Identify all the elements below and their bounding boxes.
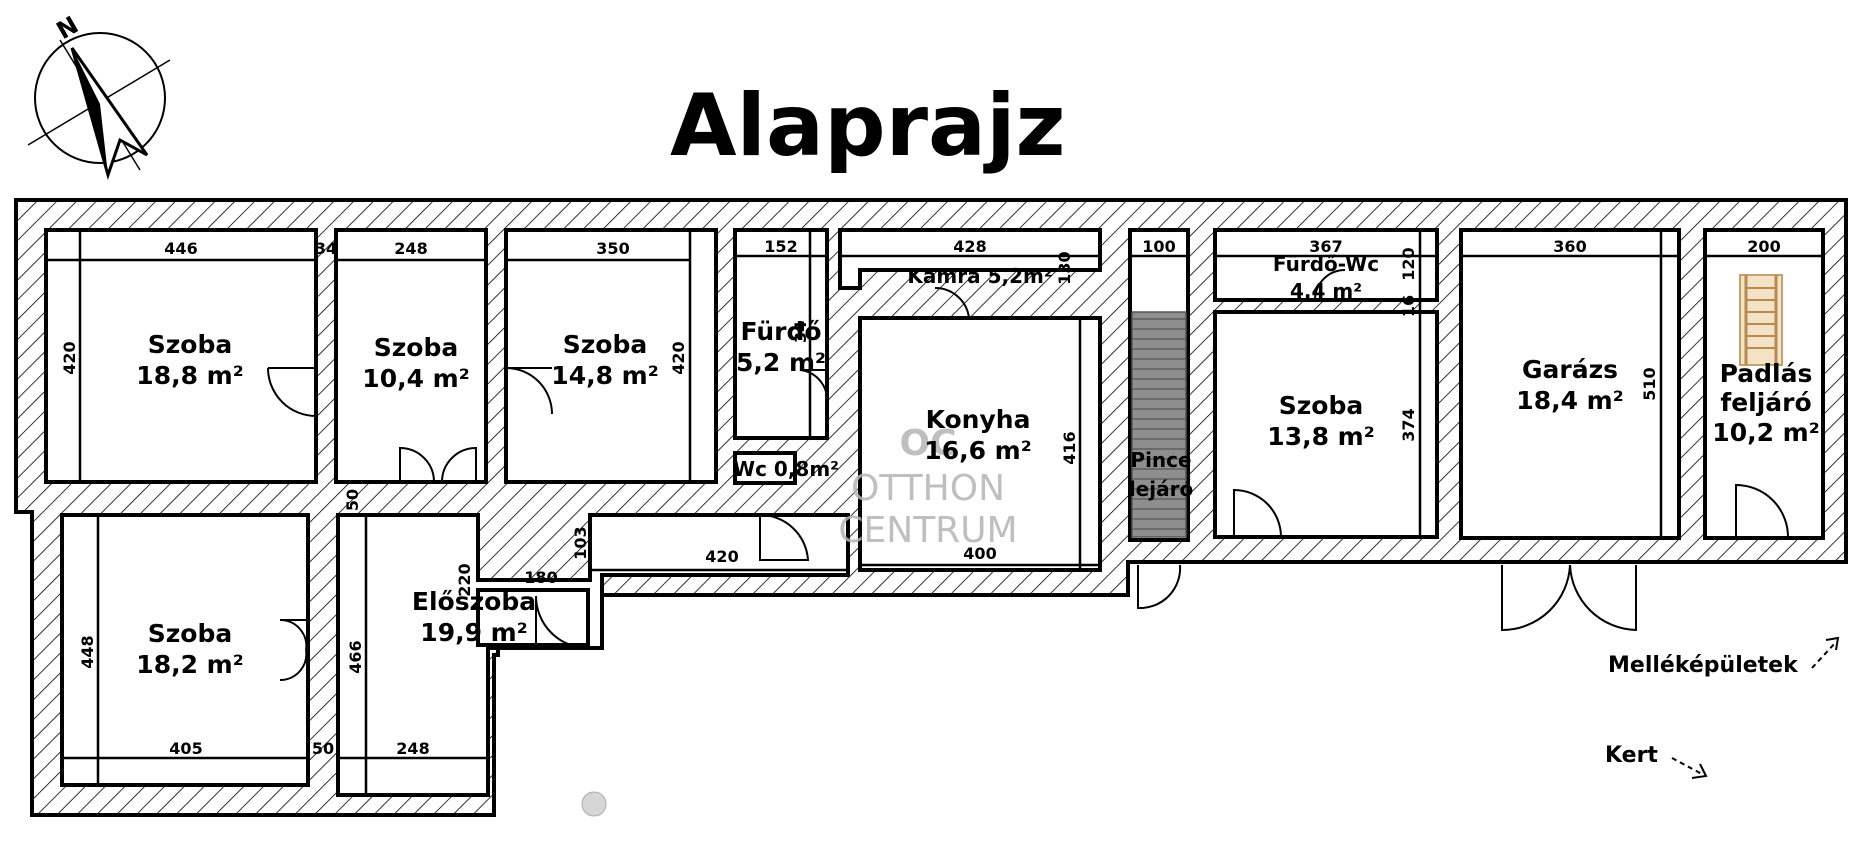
watermark-line1: OTTHON: [851, 468, 1005, 509]
room-area: 18,2 m²: [136, 650, 243, 679]
room-name: Szoba: [148, 330, 233, 359]
room-area: 4,4 m²: [1290, 279, 1362, 303]
dimension-label: 400: [963, 544, 996, 563]
room-name: Fürdő-Wc: [1273, 252, 1379, 276]
watermark-line2: CENTRUM: [838, 510, 1017, 551]
room-area: 13,8 m²: [1267, 422, 1374, 451]
dimension-labels: 446 34 248 350 152 428 130 100 367 120 1…: [60, 237, 1781, 758]
dimension-label: 220: [455, 563, 474, 596]
dimension-label: 248: [396, 739, 429, 758]
room-name: Előszoba: [412, 587, 536, 616]
dimension-label: 152: [764, 237, 797, 256]
dimension-label: 374: [1399, 408, 1418, 441]
room-name: Garázs: [1522, 355, 1618, 384]
watermark-mark: OC: [899, 423, 956, 464]
room-name: Pince: [1130, 448, 1191, 472]
room-name: Fürdő: [740, 317, 821, 346]
dimension-label: 100: [1142, 237, 1175, 256]
dimension-label: 34: [791, 321, 810, 343]
room-name: Padlás: [1720, 359, 1813, 388]
attic-ladder-icon: [1739, 274, 1783, 366]
north-arrow-icon: N: [27, 11, 171, 181]
room-name: Kamra 5,2m²: [907, 264, 1052, 288]
dimension-label: 416: [1060, 431, 1079, 464]
dimension-label: 50: [343, 489, 362, 511]
room-name: feljáró: [1720, 388, 1811, 417]
room-name: Szoba: [148, 619, 233, 648]
dimension-label: 120: [1399, 247, 1418, 280]
dimension-label: 466: [346, 640, 365, 673]
cellar-stairs-icon: [1131, 311, 1187, 538]
dimension-label: 420: [705, 547, 738, 566]
dimension-label: 420: [60, 341, 79, 374]
room-area: 16,6 m²: [924, 436, 1031, 465]
dimension-label: 367: [1309, 237, 1342, 256]
room-area: 19,9 m²: [420, 618, 527, 647]
dimension-label: 103: [571, 526, 590, 559]
dimension-label: 34: [315, 239, 337, 258]
room-area: 10,4 m²: [362, 364, 469, 393]
doors: [267, 269, 1790, 682]
compass-label: N: [52, 11, 83, 45]
dimension-label: 428: [953, 237, 986, 256]
dimension-label: 405: [169, 739, 202, 758]
room-name: Wc 0,8m²: [733, 457, 839, 481]
garden-note: Kert: [1605, 743, 1708, 779]
dimension-label: 510: [1640, 367, 1659, 400]
dimension-label: 50: [312, 739, 334, 758]
garden-label: Kert: [1605, 743, 1658, 768]
outbuildings-label: Melléképületek: [1608, 653, 1799, 678]
outbuildings-note: Melléképületek: [1608, 636, 1840, 678]
dimension-label: 248: [394, 239, 427, 258]
watermark-logo: OC OTTHON CENTRUM: [838, 423, 1017, 551]
dimension-label: 200: [1747, 237, 1780, 256]
room-area: 18,8 m²: [136, 361, 243, 390]
room-name: Szoba: [1279, 391, 1364, 420]
room-area: 14,8 m²: [551, 361, 658, 390]
plan-title: Alaprajz: [670, 76, 1066, 176]
room-area: 18,4 m²: [1516, 386, 1623, 415]
room-area: 10,2 m²: [1712, 418, 1819, 447]
dimension-label: 360: [1553, 237, 1586, 256]
room-labels: Szoba 18,8 m² Szoba 10,4 m² Szoba 14,8 m…: [136, 252, 1819, 679]
room-name: Szoba: [563, 330, 648, 359]
room-name: Konyha: [926, 405, 1031, 434]
dimension-label: 420: [669, 341, 688, 374]
dimension-label: 350: [596, 239, 629, 258]
room-outlines: [44, 228, 1825, 797]
dimension-label: 130: [1055, 251, 1074, 284]
dimension-label: 180: [524, 568, 557, 587]
marker-icon: [581, 791, 607, 817]
dimension-label: 448: [78, 635, 97, 668]
room-name: lejáró: [1129, 477, 1193, 501]
dimension-label: 16: [1399, 295, 1418, 317]
room-area: 5,2 m²: [736, 348, 826, 377]
room-name: Szoba: [374, 333, 459, 362]
dimension-lines: [46, 230, 1823, 795]
dimension-label: 446: [164, 239, 197, 258]
